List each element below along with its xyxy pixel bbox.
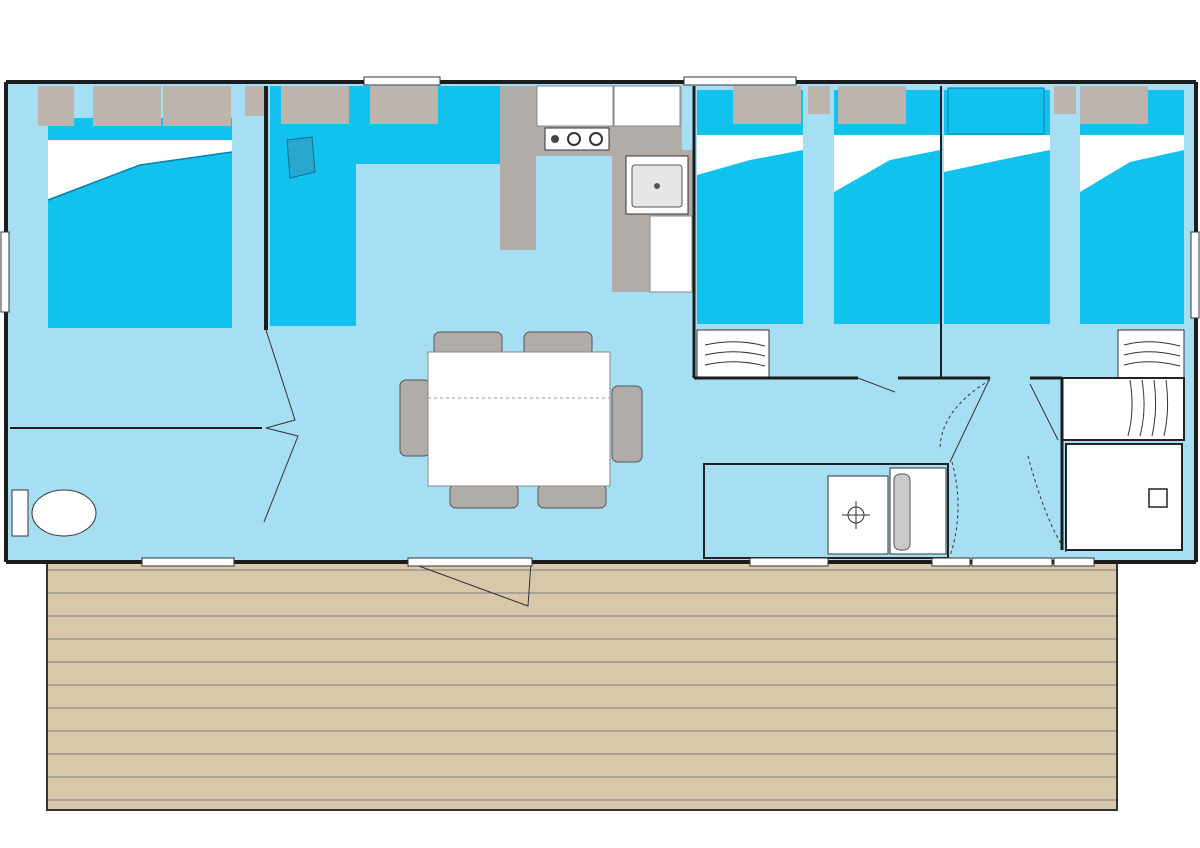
deck-planks [47, 569, 1117, 801]
washroom [703, 463, 949, 559]
sofa-cushion [370, 86, 438, 124]
window [683, 76, 797, 86]
cupboard [536, 85, 614, 127]
single-bed [697, 90, 803, 324]
stove-icon [544, 127, 610, 151]
door-opening [407, 557, 533, 567]
dining-chair [611, 385, 643, 463]
window [0, 231, 10, 313]
door-swing [265, 329, 296, 429]
single-bed [834, 90, 940, 324]
dining-chair [537, 483, 607, 509]
door-swing [857, 377, 896, 393]
hall-closet [1061, 377, 1185, 441]
hangers [704, 341, 766, 367]
kitchen [500, 85, 694, 293]
entrance-door [407, 561, 532, 607]
door-arc [1027, 455, 1067, 553]
headboard-cushion [733, 86, 801, 124]
deck-surface [47, 562, 1117, 810]
duvet-fold [697, 135, 803, 175]
window [1190, 231, 1200, 319]
toilet-icon [11, 489, 97, 537]
window [363, 76, 441, 86]
dining-table [427, 351, 611, 487]
door-swing [1029, 383, 1059, 441]
door-swing [263, 427, 299, 523]
counter-island [500, 86, 536, 250]
shower-tray [1065, 443, 1183, 551]
corner-sofa [270, 86, 500, 326]
double-bed-left [38, 86, 265, 328]
nightstand [808, 86, 830, 114]
duvet-line [47, 151, 233, 201]
pillow [142, 123, 226, 139]
throw-pillow [286, 136, 316, 179]
door-arc [939, 379, 991, 451]
fridge [649, 215, 693, 293]
single-bed [1080, 90, 1184, 324]
headboard-cushion [1080, 86, 1148, 124]
nightstand [38, 86, 74, 126]
sink-icon [842, 501, 870, 529]
duvet-fold [1080, 135, 1184, 192]
window [1053, 557, 1095, 567]
window [971, 557, 1053, 567]
nightstand [245, 86, 265, 116]
window [141, 557, 235, 567]
dining-set [399, 331, 643, 509]
duvet-fold [834, 135, 940, 192]
windows [0, 76, 1200, 567]
twin-bedroom-1 [696, 86, 940, 379]
hangers [1127, 379, 1169, 437]
dining-chair [399, 379, 431, 457]
dining-chair [449, 483, 519, 509]
shower-drain-icon [1148, 488, 1168, 508]
headboard-cushion [838, 86, 906, 124]
doors [263, 329, 1067, 607]
cupboard [613, 85, 681, 127]
machine-door [893, 473, 911, 551]
duvet-fold [944, 135, 1050, 172]
window [749, 557, 829, 567]
duvet-fold [48, 140, 232, 200]
closet-box [1061, 377, 1185, 441]
sink-icon [625, 155, 689, 215]
twin-bedroom-2 [944, 86, 1185, 379]
sofa-chaise [270, 86, 356, 326]
headboard-cushion [93, 86, 161, 126]
nightstand [1054, 86, 1076, 114]
shower [1065, 443, 1183, 551]
terrace-deck [46, 561, 1118, 811]
door-arc [949, 461, 959, 557]
pillow [52, 123, 136, 139]
interior-walls [10, 86, 1064, 550]
pillow [947, 87, 1045, 135]
hangers [1123, 341, 1181, 367]
door-swing [949, 377, 991, 463]
headboard-cushion [163, 86, 231, 126]
window [931, 557, 971, 567]
sofa-cushion [281, 86, 349, 124]
